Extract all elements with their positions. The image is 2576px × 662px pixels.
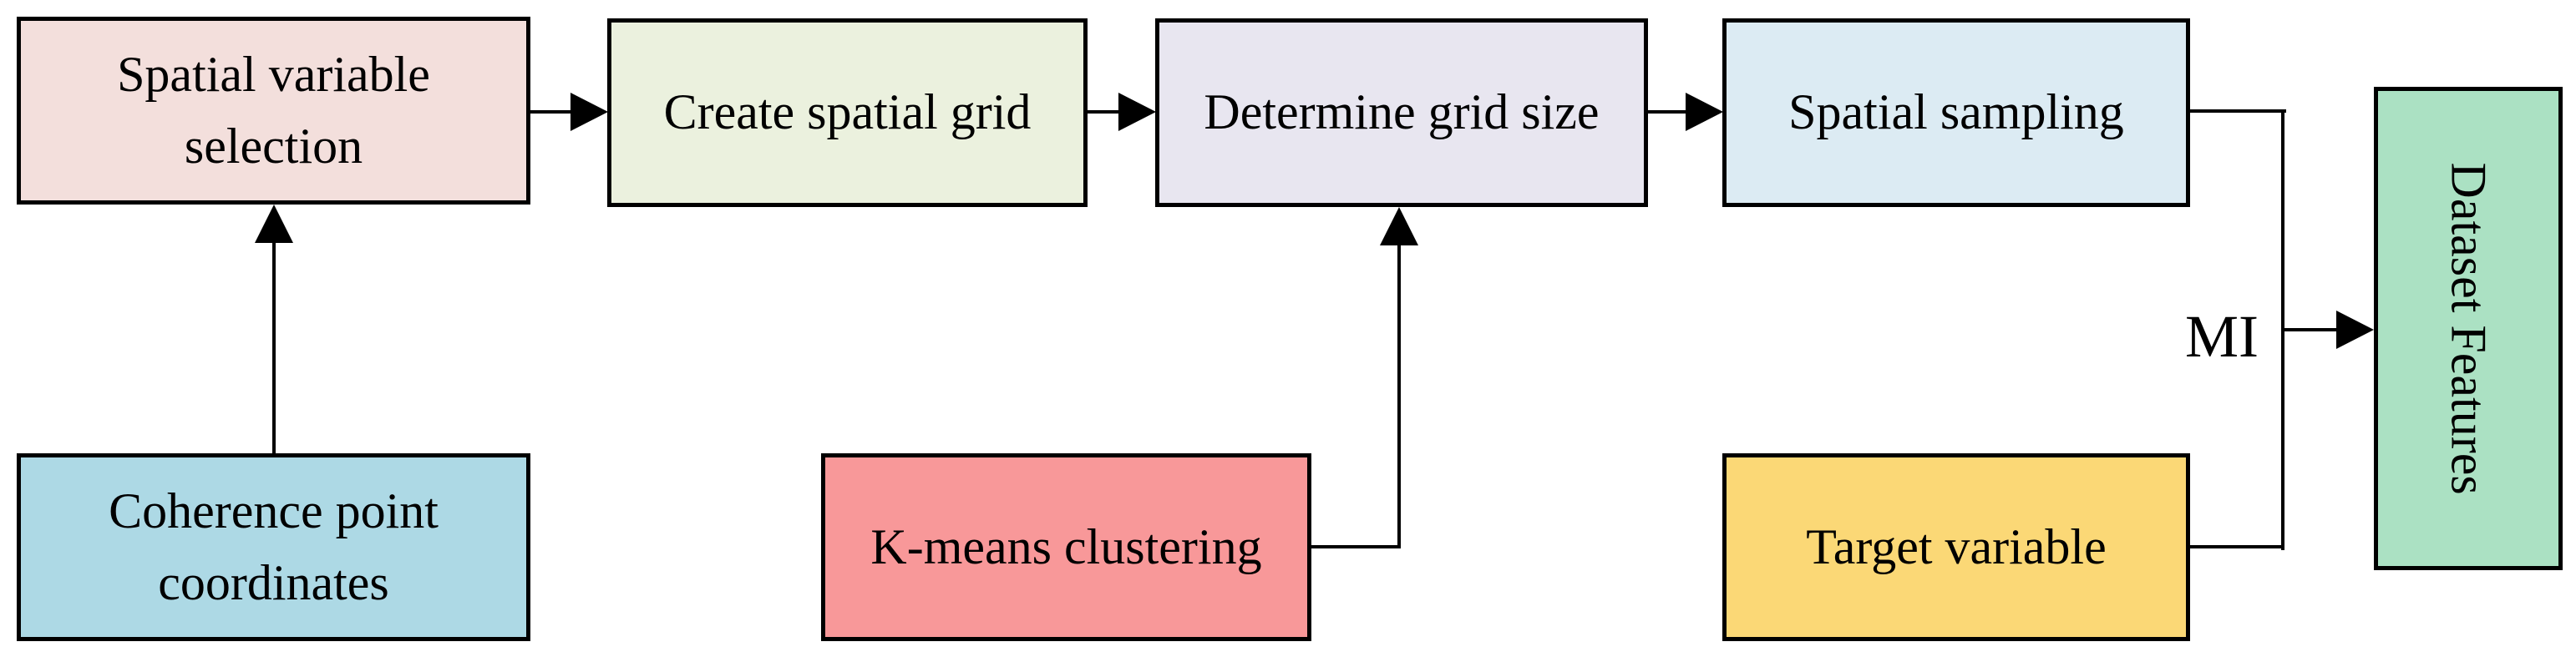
flowchart-box-target-variable: Target variable [1722,453,2190,641]
arrowhead-up-icon [1380,207,1418,245]
flowchart-box-spatial-variable-selection: Spatial variable selection [17,17,530,205]
box-label: Create spatial grid [663,84,1032,140]
arrowhead-right-icon [2336,311,2374,349]
box-label: Determine grid size [1204,84,1600,140]
box-label: Spatial sampling [1788,84,2124,140]
connector-sampling-horizontal [2188,109,2286,113]
arrowhead-right-icon [570,93,608,131]
flowchart-box-k-means-clustering: K-means clustering [821,453,1311,641]
arrow-shaft-gridsize-to-sampling [1646,110,1687,114]
flowchart-box-create-spatial-grid: Create spatial grid [607,18,1088,207]
flowchart-box-coherence-point-coordinates: Coherence point coordinates [17,453,530,641]
box-label: Target variable [1806,518,2107,574]
box-label-line: Coherence point [109,483,439,539]
box-label: K-means clustering [870,518,1262,574]
flowchart-box-spatial-sampling: Spatial sampling [1722,18,2190,207]
connector-target-horizontal [2188,545,2284,548]
arrowhead-right-icon [1118,93,1156,131]
box-label-line: coordinates [158,554,389,610]
arrow-shaft-grid-to-gridsize [1086,110,1120,114]
arrowhead-right-icon [1686,93,1723,131]
box-label-line: selection [184,118,363,174]
connector-kmeans-horizontal [1310,545,1401,548]
edge-label-mi: MI [2185,303,2259,370]
arrow-shaft-coherence-to-selection [272,241,276,453]
arrowhead-up-icon [255,205,293,243]
box-label-line: Spatial variable [117,47,430,103]
connector-kmeans-vertical [1397,244,1401,548]
arrow-shaft-selection-to-grid [529,110,572,114]
flowchart-box-determine-grid-size: Determine grid size [1155,18,1648,207]
arrow-shaft-merge-to-dataset [2283,328,2340,331]
flowchart-box-dataset-features: Dataset Features [2374,87,2563,570]
box-label-rotated: Dataset Features [2441,162,2497,495]
